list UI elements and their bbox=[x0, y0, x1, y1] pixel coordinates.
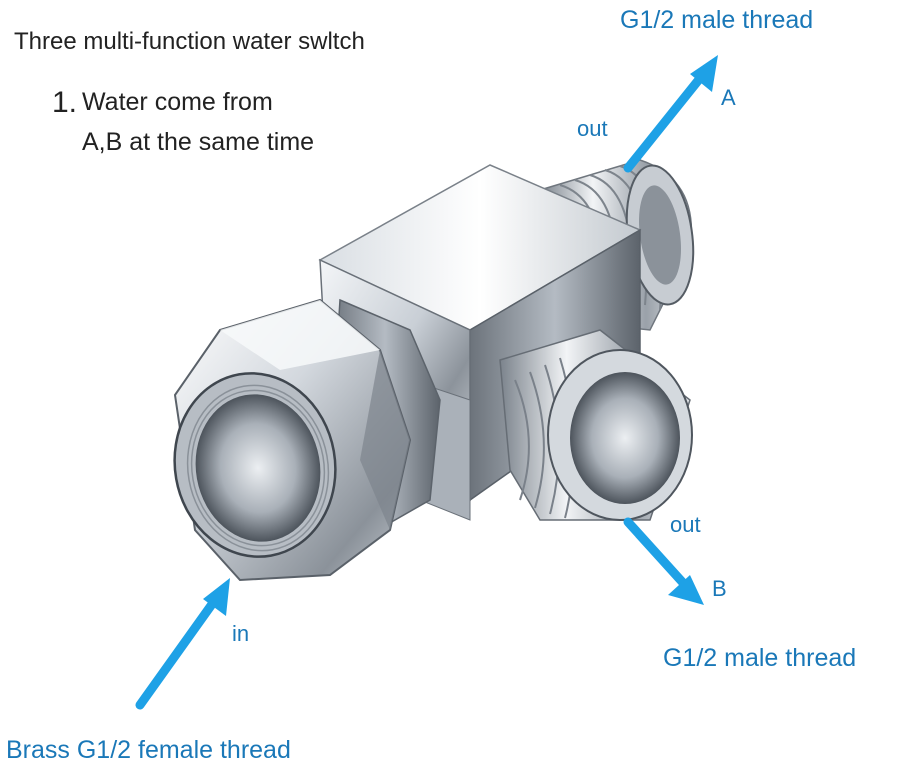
outlet-b-direction-label: out bbox=[670, 512, 701, 537]
step-number: 1. bbox=[52, 86, 78, 119]
outlet-b-fitting bbox=[499, 329, 693, 521]
arrow-out-a-icon bbox=[623, 55, 718, 173]
outlet-a-letter: A bbox=[721, 85, 736, 110]
arrow-in-icon bbox=[135, 578, 230, 710]
step-description-line2: A,B at the same time bbox=[82, 128, 315, 156]
inlet-female-nut bbox=[173, 298, 441, 582]
outlet-b-letter: B bbox=[712, 576, 727, 601]
outlet-a-thread-label: G1/2 male thread bbox=[620, 6, 814, 34]
product-title: Three multi-function water swltch bbox=[14, 28, 365, 55]
inlet-direction-label: in bbox=[232, 621, 250, 646]
step-description-line1: Water come from bbox=[82, 88, 273, 116]
outlet-b-thread-label: G1/2 male thread bbox=[663, 644, 857, 672]
inlet-thread-label: Brass G1/2 female thread bbox=[6, 736, 291, 764]
arrow-out-b-icon bbox=[623, 517, 704, 605]
outlet-a-direction-label: out bbox=[577, 116, 608, 141]
